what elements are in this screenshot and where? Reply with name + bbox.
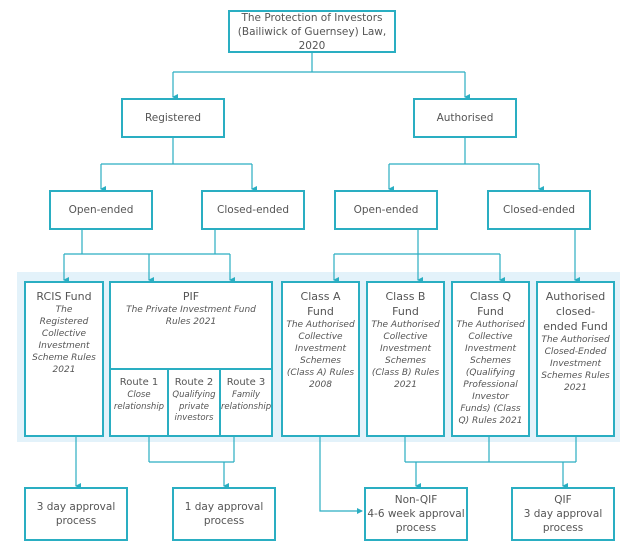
pif-route-2: Route 2 Qualifying private investors bbox=[167, 370, 219, 435]
non-qif-line2: 4-6 week approval bbox=[367, 508, 465, 520]
rcis-fund-box: RCIS Fund The Registered Collective Inve… bbox=[24, 281, 104, 437]
class-q-fund-box: Class Q Fund The Authorised Collective I… bbox=[451, 281, 530, 437]
pif-route-1: Route 1 Close relationship bbox=[111, 370, 167, 435]
non-qif-line1: Non-QIF bbox=[394, 494, 438, 506]
qif-line2: 3 day approval bbox=[523, 508, 603, 520]
connector-reg-funds bbox=[64, 229, 230, 255]
authorised-box: Authorised bbox=[413, 98, 517, 138]
authorised-closed-ended-fund-title: Authorised closed-ended Fund bbox=[543, 290, 608, 333]
connector-registered bbox=[101, 137, 252, 165]
connector-root bbox=[173, 52, 465, 73]
three-day-line1: 3 day approval bbox=[36, 501, 116, 513]
pif-divider bbox=[111, 368, 271, 370]
authorised-closed-ended-label: Closed-ended bbox=[503, 204, 575, 216]
connector-auth-open-funds bbox=[334, 229, 500, 255]
non-qif-approval-box: Non-QIF 4-6 week approval process bbox=[364, 487, 468, 541]
registered-box: Registered bbox=[121, 98, 225, 138]
pif-rules: The Private Investment Fund Rules 2021 bbox=[126, 305, 256, 327]
class-q-fund-title: Class Q Fund bbox=[469, 290, 512, 318]
pif-box: PIF The Private Investment Fund Rules 20… bbox=[109, 281, 273, 437]
connector-bq-closed bbox=[404, 436, 577, 463]
authorised-label: Authorised bbox=[436, 112, 494, 124]
rcis-fund-rules: The Registered Collective Investment Sch… bbox=[32, 305, 96, 375]
connector-class-a bbox=[319, 436, 363, 514]
connector-authorised bbox=[389, 137, 539, 165]
route-1-desc: Close relationship bbox=[113, 390, 165, 412]
one-day-line2: process bbox=[203, 515, 245, 527]
connector-pif-routes bbox=[148, 436, 235, 463]
one-day-line1: 1 day approval bbox=[184, 501, 264, 513]
route-1-title: Route 1 bbox=[119, 377, 159, 388]
route-2-title: Route 2 bbox=[174, 377, 214, 388]
class-a-fund-box: Class A Fund The Authorised Collective I… bbox=[281, 281, 360, 437]
registered-label: Registered bbox=[144, 112, 202, 124]
qif-line1: QIF bbox=[554, 494, 572, 506]
pif-header: PIF The Private Investment Fund Rules 20… bbox=[111, 283, 271, 328]
class-a-fund-rules: The Authorised Collective Investment Sch… bbox=[286, 320, 355, 390]
pif-route-3: Route 3 Family relationship bbox=[219, 370, 271, 435]
authorised-open-ended-label: Open-ended bbox=[353, 204, 419, 216]
route-3-desc: Family relationship bbox=[220, 390, 272, 412]
three-day-approval-box: 3 day approval process bbox=[24, 487, 128, 541]
non-qif-line3: process bbox=[395, 522, 437, 534]
root-line1: The Protection of Investors bbox=[241, 11, 383, 24]
authorised-closed-ended-fund-rules: The Authorised Closed-Ended Investment S… bbox=[541, 335, 610, 393]
one-day-approval-box: 1 day approval process bbox=[172, 487, 276, 541]
registered-open-ended-box: Open-ended bbox=[49, 190, 153, 230]
qif-approval-box: QIF 3 day approval process bbox=[511, 487, 615, 541]
authorised-closed-ended-box: Closed-ended bbox=[487, 190, 591, 230]
route-2-desc: Qualifying private investors bbox=[172, 390, 216, 423]
authorised-open-ended-box: Open-ended bbox=[334, 190, 438, 230]
root-law-box: The Protection of Investors (Bailiwick o… bbox=[228, 10, 396, 53]
root-line2: (Bailiwick of Guernsey) Law, 2020 bbox=[237, 25, 387, 52]
class-b-fund-title: Class B Fund bbox=[385, 290, 426, 318]
class-b-fund-box: Class B Fund The Authorised Collective I… bbox=[366, 281, 445, 437]
registered-closed-ended-label: Closed-ended bbox=[217, 204, 289, 216]
class-q-fund-rules: The Authorised Collective Investment Sch… bbox=[456, 320, 525, 426]
rcis-fund-title: RCIS Fund bbox=[36, 290, 92, 303]
class-b-fund-rules: The Authorised Collective Investment Sch… bbox=[371, 320, 440, 390]
pif-title: PIF bbox=[182, 290, 200, 303]
authorised-closed-ended-fund-box: Authorised closed-ended Fund The Authori… bbox=[536, 281, 615, 437]
registered-open-ended-label: Open-ended bbox=[68, 204, 134, 216]
registered-closed-ended-box: Closed-ended bbox=[201, 190, 305, 230]
qif-line3: process bbox=[542, 522, 584, 534]
route-3-title: Route 3 bbox=[226, 377, 266, 388]
class-a-fund-title: Class A Fund bbox=[300, 290, 341, 318]
three-day-line2: process bbox=[55, 515, 97, 527]
